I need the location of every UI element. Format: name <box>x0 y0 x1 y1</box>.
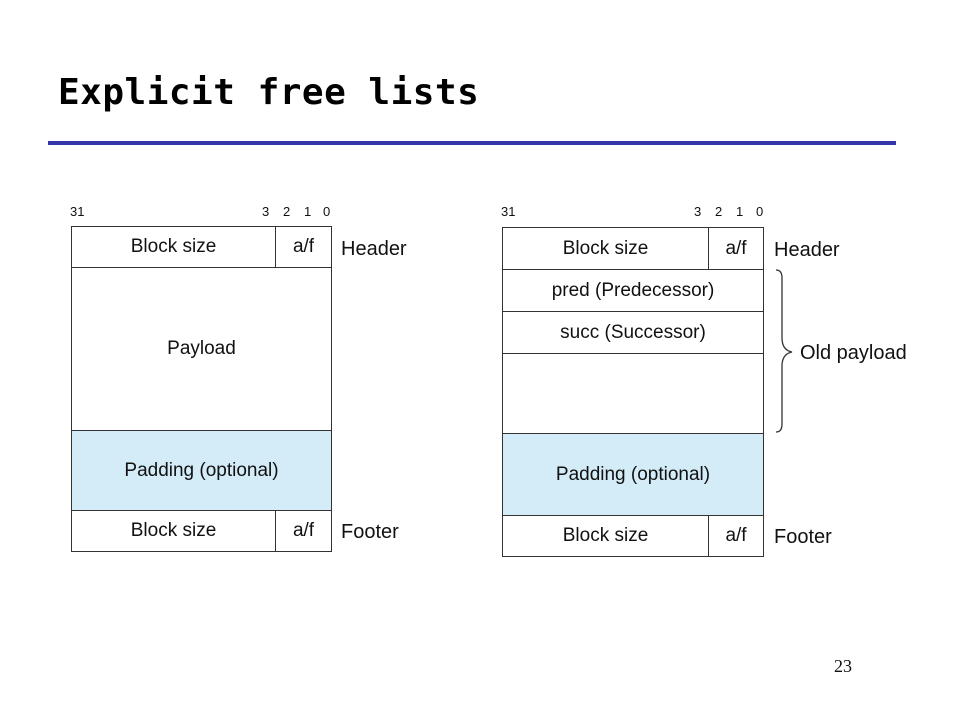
padding-cell: Padding (optional) <box>502 433 764 516</box>
pred-pointer-cell: pred (Predecessor) <box>502 269 764 312</box>
bit-1-label: 1 <box>304 204 312 219</box>
bit-31-label: 31 <box>501 204 516 219</box>
payload-cell: Payload <box>71 267 332 431</box>
header-af-cell: a/f <box>275 226 332 268</box>
padding-cell: Padding (optional) <box>71 430 332 511</box>
bit-0-label: 0 <box>756 204 764 219</box>
succ-pointer-cell: succ (Successor) <box>502 311 764 354</box>
bit-2-label: 2 <box>283 204 291 219</box>
footer-block-size-cell: Block size <box>71 510 276 552</box>
header-block-size-cell: Block size <box>71 226 276 268</box>
page-number: 23 <box>834 656 852 676</box>
footer-block-size-cell: Block size <box>502 515 709 557</box>
bit-0-label: 0 <box>323 204 331 219</box>
old-payload-empty-cell <box>502 353 764 434</box>
bit-3-label: 3 <box>262 204 270 219</box>
header-block-size-cell: Block size <box>502 227 709 270</box>
bit-3-label: 3 <box>694 204 702 219</box>
header-label: Header <box>341 238 407 260</box>
curly-brace-icon <box>775 269 793 433</box>
footer-label: Footer <box>774 526 832 548</box>
bit-2-label: 2 <box>715 204 723 219</box>
footer-af-cell: a/f <box>275 510 332 552</box>
bit-1-label: 1 <box>736 204 744 219</box>
slide-title: Explicit free lists <box>58 72 480 113</box>
header-label: Header <box>774 239 840 261</box>
footer-af-cell: a/f <box>708 515 764 557</box>
title-underline <box>48 141 896 145</box>
old-payload-label: Old payload <box>800 342 907 364</box>
header-af-cell: a/f <box>708 227 764 270</box>
bit-31-label: 31 <box>70 204 85 219</box>
footer-label: Footer <box>341 521 399 543</box>
